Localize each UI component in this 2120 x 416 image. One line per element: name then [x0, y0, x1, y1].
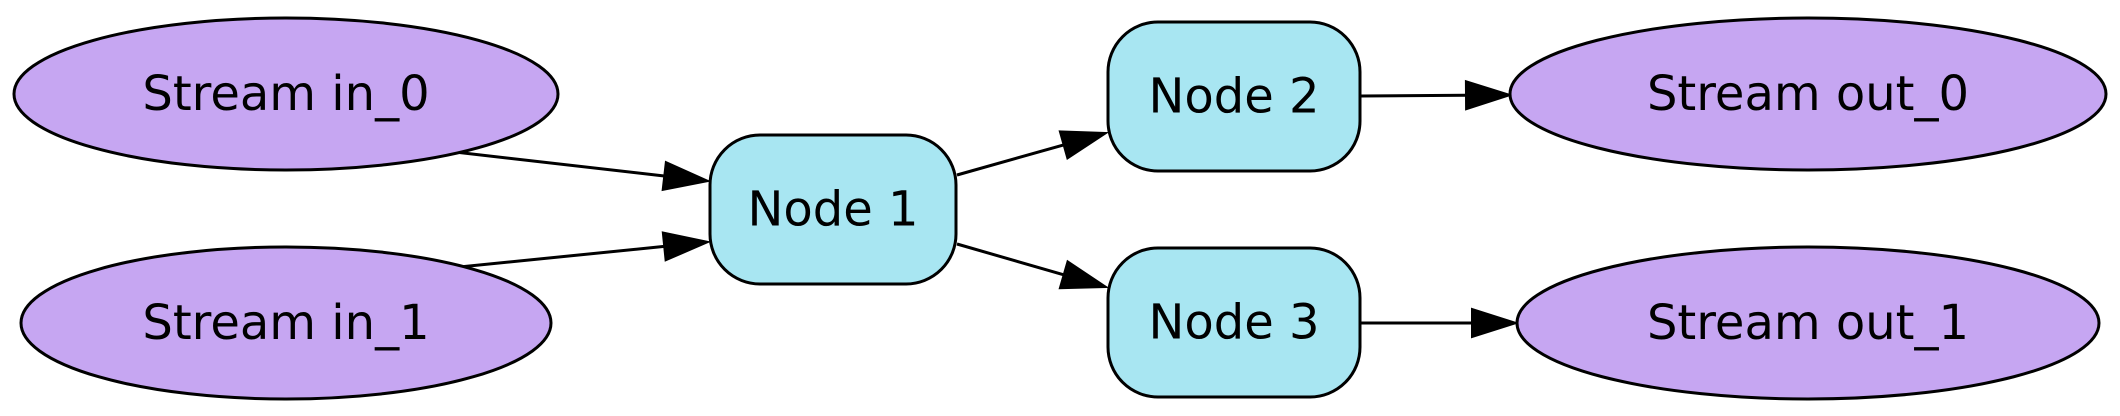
stream-out-1-label: Stream out_1 [1647, 295, 1969, 351]
node-2-label: Node 2 [1148, 69, 1319, 125]
arrowhead-icon [1464, 79, 1514, 111]
stream-out-0-label: Stream out_0 [1647, 66, 1969, 122]
stream-out-0: Stream out_0 [1508, 16, 2108, 172]
stream-out-1-shape [1515, 245, 2101, 401]
edges-layer [349, 79, 1520, 339]
node-1: Node 1 [708, 133, 958, 286]
edge-line [956, 242, 1065, 277]
stream-in-1: Stream in_1 [19, 245, 553, 401]
stream-in-0-label: Stream in_0 [142, 66, 429, 122]
arrowhead-icon [1471, 307, 1520, 339]
arrowhead-icon [661, 231, 712, 262]
node-2-shape [1106, 20, 1362, 173]
edge-node-2-to-stream-out-0 [1360, 79, 1514, 111]
node-3-shape [1106, 246, 1362, 399]
arrowhead-icon [661, 160, 712, 192]
stream-out-1: Stream out_1 [1515, 245, 2101, 401]
stream-in-0-shape [12, 16, 560, 172]
node-1-shape [708, 133, 958, 286]
stream-in-0: Stream in_0 [12, 16, 560, 172]
node-1-label: Node 1 [747, 182, 918, 238]
stream-in-1-label: Stream in_1 [142, 295, 429, 351]
stream-out-0-shape [1508, 16, 2108, 172]
node-2: Node 2 [1106, 20, 1362, 173]
edge-line [956, 143, 1065, 177]
stream-in-1-shape [19, 245, 553, 401]
arrowhead-icon [1058, 259, 1110, 290]
edge-node-1-to-node-2 [956, 130, 1110, 177]
edge-line [1360, 93, 1467, 98]
edge-node-1-to-node-3 [956, 242, 1110, 290]
node-3: Node 3 [1106, 246, 1362, 399]
arrowhead-icon [1058, 130, 1110, 160]
node-3-label: Node 3 [1148, 295, 1319, 351]
edge-node-3-to-stream-out-1 [1361, 307, 1520, 339]
